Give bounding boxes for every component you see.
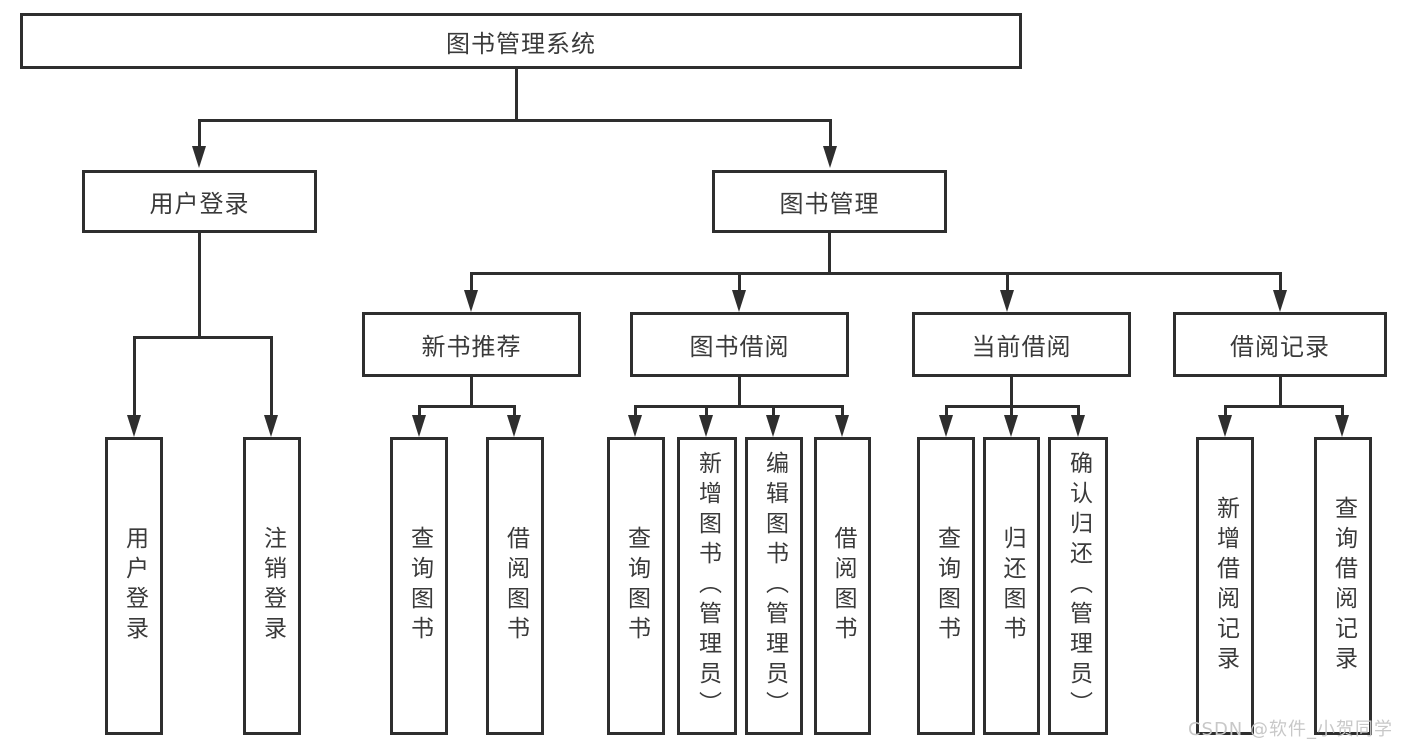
connector-root-split [198,119,832,122]
connector-login-stem [198,233,201,339]
connector-drop [1077,405,1080,418]
connector-drop [1341,405,1344,418]
arrow-down-icon [766,415,780,437]
connector-mgmt-split [470,272,1282,275]
connector-current-stem [1010,377,1013,408]
node-library-management-system: 图书管理系统 [20,13,1022,69]
arrow-down-icon [412,415,426,437]
connector-drop-book-mgmt [829,119,832,148]
arrow-down-icon [939,415,953,437]
leaf-user-login: 用户登录 [105,437,163,735]
connector-login-split [133,336,273,339]
arrow-down-icon [1335,415,1349,437]
connector-drop-recommend [470,272,473,292]
arrow-down-icon [699,415,713,437]
connector-borrowing-split [634,405,843,408]
connector-drop [705,405,708,418]
connector-drop [945,405,948,418]
arrow-down-icon [127,415,141,437]
arrow-down-icon [1273,290,1287,312]
csdn-watermark: CSDN @软件_小贺同学 [1187,719,1393,740]
connector-drop [772,405,775,418]
connector-drop-leaf-login [133,336,136,417]
connector-drop [1010,405,1013,418]
leaf-current-confirm-return-admin: 确认归还（管理员） [1048,437,1108,735]
node-user-login-branch: 用户登录 [82,170,317,233]
leaf-current-query-books: 查询图书 [917,437,975,735]
node-current-borrowing: 当前借阅 [912,312,1131,377]
connector-drop [1224,405,1227,418]
node-book-borrowing: 图书借阅 [630,312,849,377]
connector-drop [513,405,516,418]
arrow-down-icon [464,290,478,312]
leaf-borrow-add-books-admin: 新增图书（管理员） [677,437,737,735]
arrow-down-icon [1004,415,1018,437]
connector-borrowing-stem [738,377,741,408]
leaf-borrow-edit-books-admin: 编辑图书（管理员） [745,437,803,735]
arrow-down-icon [823,146,837,168]
arrow-down-icon [1071,415,1085,437]
leaf-recommend-query-books: 查询图书 [390,437,448,735]
leaf-logout: 注销登录 [243,437,301,735]
leaf-current-return-books: 归还图书 [983,437,1040,735]
connector-recommend-stem [470,377,473,408]
connector-drop [418,405,421,418]
connector-recommend-split [418,405,516,408]
leaf-borrow-query-books: 查询图书 [607,437,665,735]
arrow-down-icon [192,146,206,168]
arrow-down-icon [1218,415,1232,437]
connector-drop-borrowing [738,272,741,292]
arrow-down-icon [507,415,521,437]
leaf-borrow-borrow-books: 借阅图书 [814,437,871,735]
arrow-down-icon [264,415,278,437]
arrow-down-icon [1000,290,1014,312]
connector-drop-leaf-logout [270,336,273,417]
node-borrowing-records: 借阅记录 [1173,312,1387,377]
arrow-down-icon [732,290,746,312]
leaf-records-query-record: 查询借阅记录 [1314,437,1372,735]
connector-mgmt-stem [828,233,831,274]
leaf-records-add-record: 新增借阅记录 [1196,437,1254,735]
connector-drop-records [1279,272,1282,292]
connector-drop-user-login [198,119,201,148]
connector-root-stem [515,69,518,119]
connector-records-split [1224,405,1344,408]
arrow-down-icon [835,415,849,437]
node-book-management-branch: 图书管理 [712,170,947,233]
connector-drop [634,405,637,418]
connector-records-stem [1279,377,1282,408]
connector-drop-current [1006,272,1009,292]
connector-drop [841,405,844,418]
node-new-book-recommend: 新书推荐 [362,312,581,377]
leaf-recommend-borrow-books: 借阅图书 [486,437,544,735]
arrow-down-icon [628,415,642,437]
